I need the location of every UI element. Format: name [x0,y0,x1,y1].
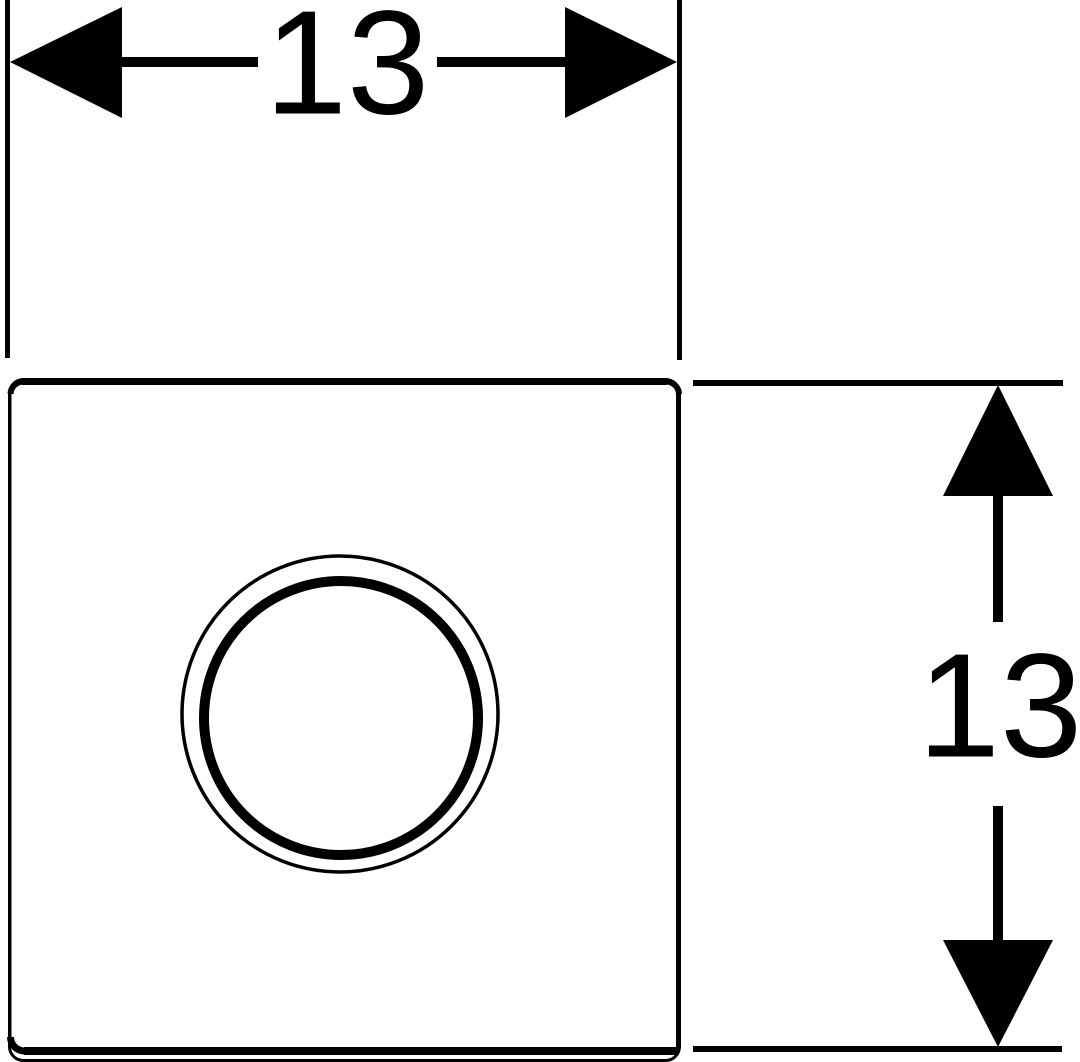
height-extension-line-bottom [693,1046,1062,1052]
width-dimension-line-left-stub [120,57,258,67]
plate-outline-group [7,378,682,1062]
width-dimension-label: 13 [265,0,430,146]
height-dimension-line-bottom-stub [993,806,1003,942]
height-dimension-line-top-stub [993,494,1003,622]
width-dimension-line-right-stub [437,57,567,67]
width-arrowhead-right-icon [565,7,677,118]
width-extension-line-right [677,0,682,360]
height-arrowhead-top-icon [943,385,1053,496]
plate-corner-top-left [7,378,24,395]
height-arrowhead-bottom-icon [943,940,1053,1047]
plate-corner-bottom-left [7,1036,25,1055]
plate-outline-thin [8,378,681,1062]
button-circles-group [180,554,500,874]
width-extension-line-left [5,0,10,358]
height-dimension-group: 13 [693,380,1080,1052]
height-extension-line-top [693,380,1063,386]
width-arrowhead-left-icon [10,7,122,118]
width-dimension-group: 13 [5,0,682,360]
button-inner-circle [199,576,483,860]
height-dimension-label: 13 [918,624,1080,789]
button-outer-circle [180,554,500,874]
